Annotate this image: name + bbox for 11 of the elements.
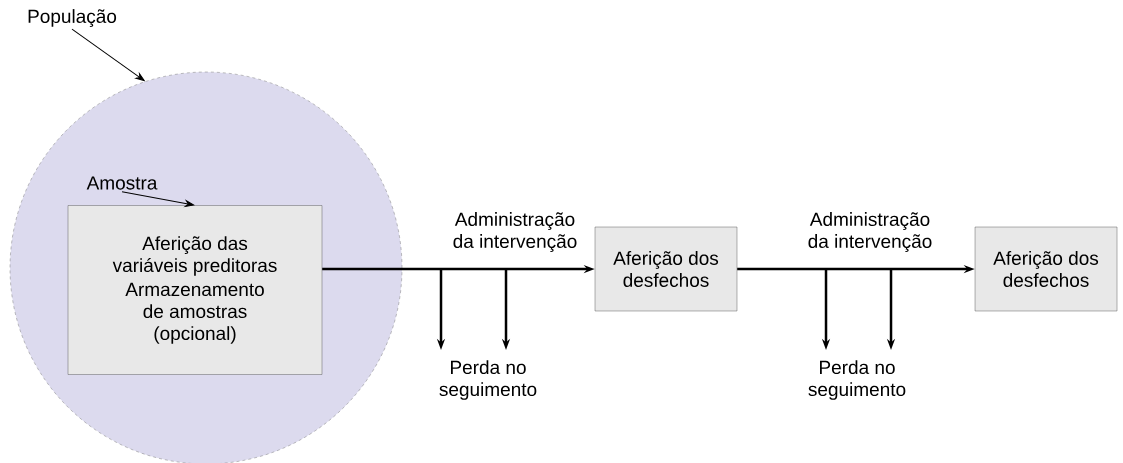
edge-label: Administração da intervenção <box>453 212 577 252</box>
label-text: Amostra <box>86 176 158 190</box>
label-text: Perda no seguimento <box>439 360 537 400</box>
leader-line <box>121 191 195 207</box>
label-text: População <box>28 9 117 27</box>
process-box: Aferição dos desfechos <box>594 226 738 312</box>
label-text: Perda no seguimento <box>808 360 906 400</box>
leader-line <box>71 28 145 82</box>
process-box: Aferição dos desfechos <box>974 226 1118 312</box>
edge-label: Administração da intervenção <box>808 212 932 252</box>
process-box: Aferição das variáveis preditoras Armazenamento de amostras (opcional) <box>67 205 323 375</box>
